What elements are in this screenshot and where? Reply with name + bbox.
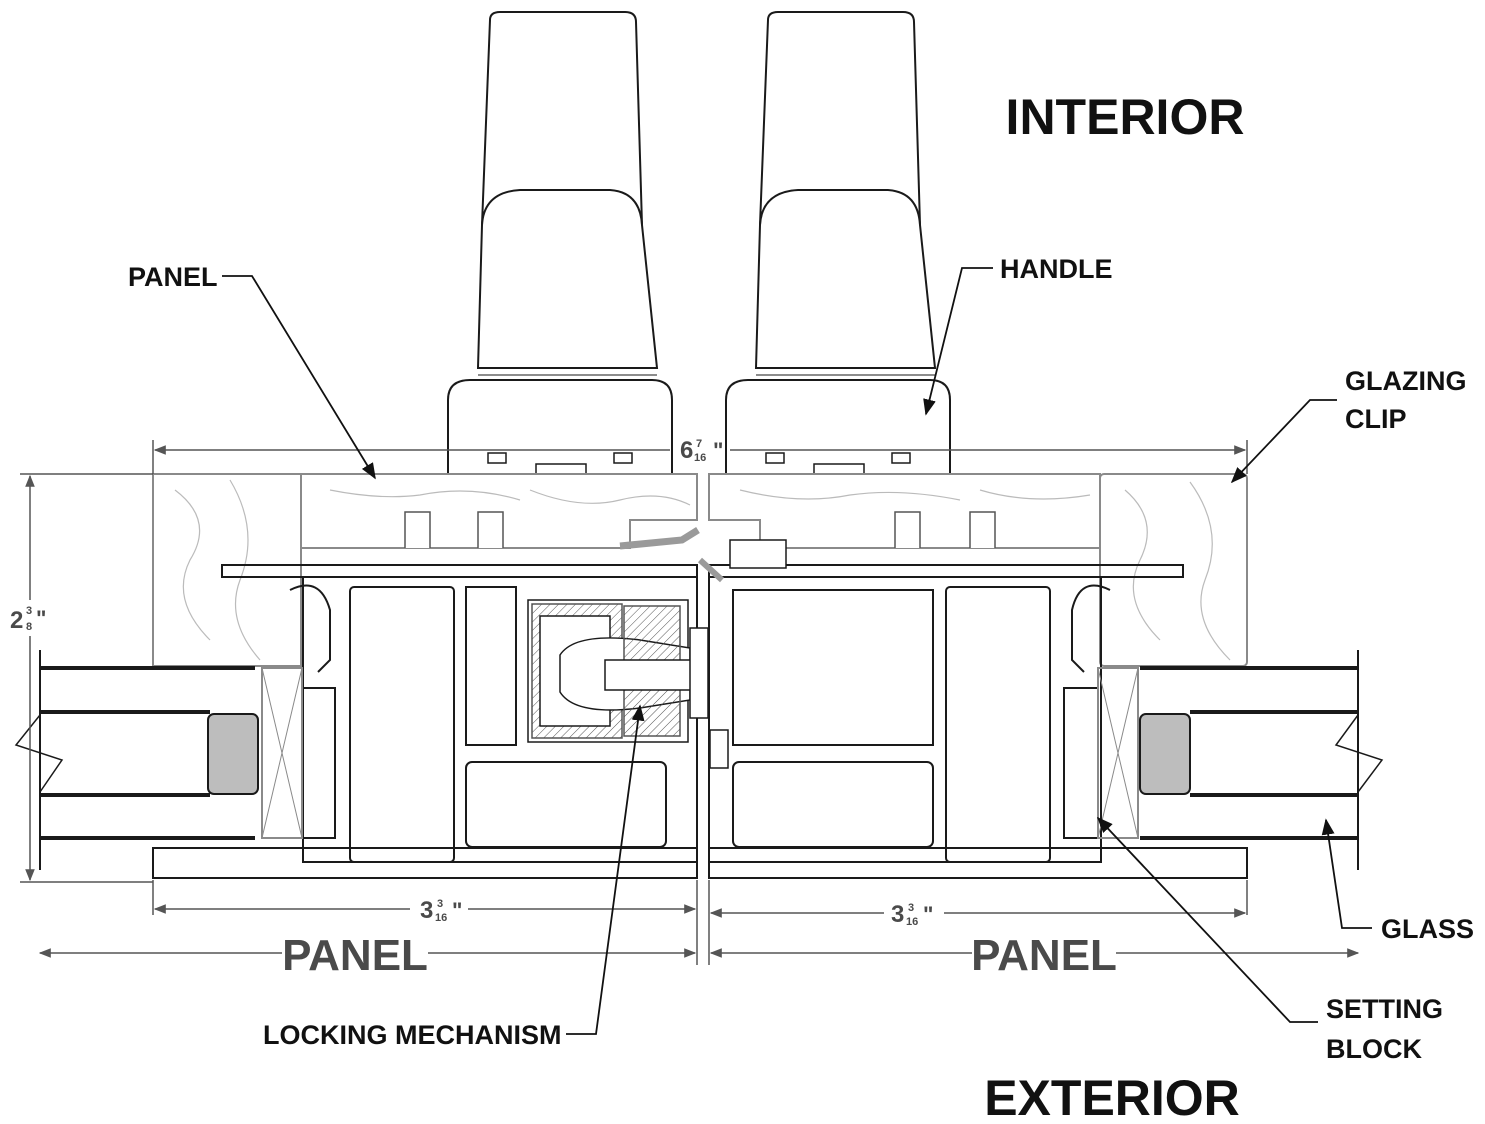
left-panel-label: PANEL [282,931,428,980]
setting-block-label-line2: BLOCK [1326,1034,1422,1064]
glazing-clip-label-line1: GLAZING [1345,366,1467,396]
right-panel-unit: " [923,902,933,927]
locking-mechanism-label: LOCKING MECHANISM [263,1020,562,1050]
right-handle [725,11,951,475]
keeper [709,539,787,769]
right-panel-whole: 3 [891,901,904,928]
handle-callout-label: HANDLE [1000,254,1113,284]
panel-callout-label: PANEL [128,262,218,292]
glazing-clip-callout: GLAZING CLIP [1230,366,1467,484]
left-panel-width-label: 3 3 16 " [420,897,462,924]
left-glass [14,650,303,870]
left-panel-num: 3 [437,898,443,910]
height-label: 2 3 8 " [10,605,46,634]
glazing-clip-label-line2: CLIP [1345,404,1407,434]
height-den: 8 [26,621,32,633]
right-panel-width-label: 3 3 16 " [891,901,933,928]
left-panel-unit: " [452,898,462,923]
overall-width-label: 6 7 16 " [680,437,723,464]
setting-block-label-line1: SETTING [1326,994,1443,1024]
locking-mechanism-body [527,599,709,743]
setting-block-callout: SETTING BLOCK [1096,816,1443,1064]
height-unit: " [36,606,46,631]
exterior-label: EXTERIOR [984,1070,1240,1124]
glass-callout-label: GLASS [1381,914,1474,944]
right-panel-den: 16 [906,916,918,928]
panel-callout: PANEL [128,262,376,480]
overall-width-whole: 6 [680,437,693,464]
interior-label: INTERIOR [1006,89,1245,145]
panel-width-dimensions [38,880,1360,965]
height-dimension [20,473,153,883]
locking-mechanism-callout: LOCKING MECHANISM [263,704,645,1050]
height-whole: 2 [10,607,23,634]
overall-width-num: 7 [696,438,702,450]
left-panel-whole: 3 [420,897,433,924]
overall-width-dimension [152,440,1248,474]
overall-width-unit: " [713,438,723,463]
overall-width-den: 16 [694,452,706,464]
right-panel-num: 3 [908,902,914,914]
weatherstrip [619,527,725,583]
handle-callout: HANDLE [923,254,1113,416]
right-panel-label: PANEL [971,931,1117,980]
right-glass [1097,650,1384,870]
left-handle [447,11,673,475]
left-panel-den: 16 [435,912,447,924]
glass-callout: GLASS [1321,818,1474,944]
height-num: 3 [26,605,32,617]
